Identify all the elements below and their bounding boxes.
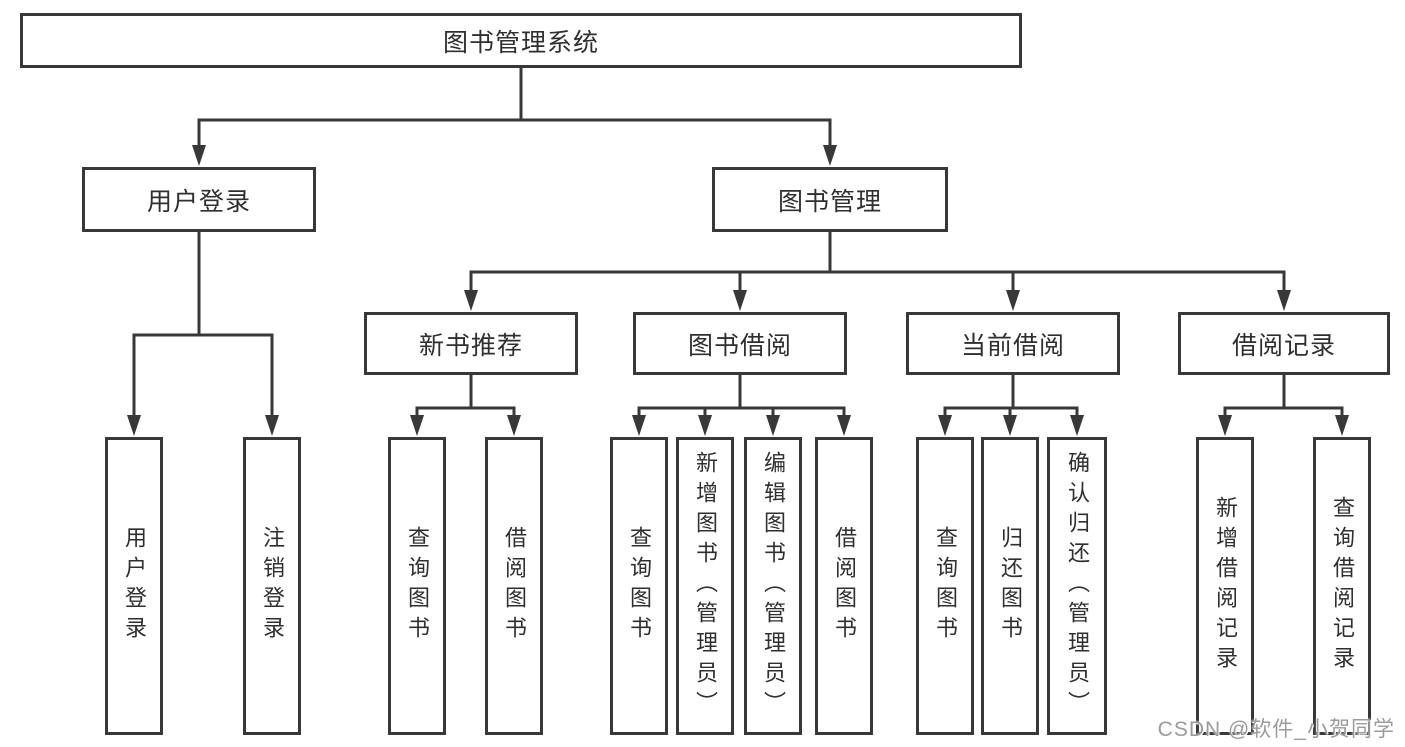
node-leaf-query-borrow-record: 查询借阅记录 [1313, 437, 1371, 735]
node-borrow-records: 借阅记录 [1178, 312, 1390, 375]
node-book-borrowing: 图书借阅 [633, 312, 847, 375]
node-new-book-recommend: 新书推荐 [364, 312, 578, 375]
node-leaf-borrow-books-1: 借阅图书 [485, 437, 543, 735]
node-user-login: 用户登录 [82, 167, 316, 232]
node-leaf-edit-books-admin: 编辑图书（管理员） [744, 437, 802, 735]
node-leaf-borrow-books-2: 借阅图书 [815, 437, 873, 735]
node-leaf-add-borrow-record: 新增借阅记录 [1196, 437, 1254, 735]
node-leaf-return-books: 归还图书 [981, 437, 1039, 735]
node-leaf-confirm-return-admin: 确认归还（管理员） [1047, 437, 1107, 735]
node-book-management: 图书管理 [712, 167, 948, 232]
node-current-borrowing: 当前借阅 [906, 312, 1120, 375]
node-library-management-system: 图书管理系统 [20, 13, 1022, 68]
node-leaf-user-login: 用户登录 [105, 437, 163, 735]
node-leaf-query-books-1: 查询图书 [388, 437, 446, 735]
csdn-watermark: CSDN @软件_小贺同学 [1157, 718, 1395, 741]
node-leaf-logout: 注销登录 [243, 437, 301, 735]
node-leaf-query-books-3: 查询图书 [916, 437, 974, 735]
node-leaf-query-books-2: 查询图书 [610, 437, 668, 735]
node-leaf-add-books-admin: 新增图书（管理员） [676, 437, 734, 735]
arrowhead-icons [127, 145, 1349, 436]
